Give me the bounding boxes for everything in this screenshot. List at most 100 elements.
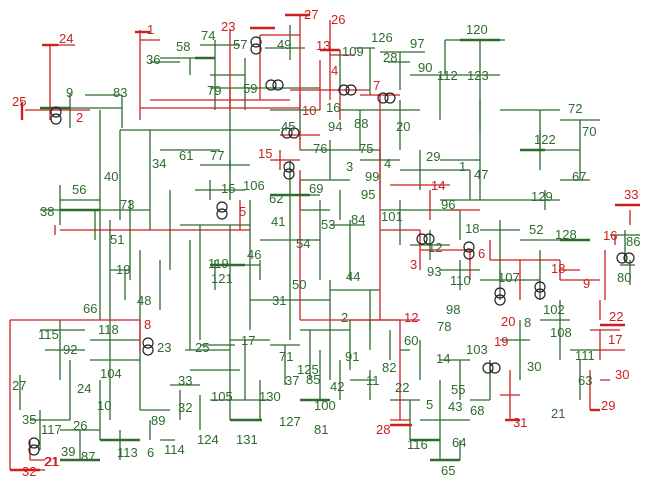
bus-label: 71 (279, 349, 293, 364)
bus-label: 11 (366, 373, 380, 388)
bus-label: 116 (407, 437, 428, 452)
bus-label: 20 (396, 119, 410, 134)
bus-label: 126 (371, 30, 393, 45)
bus-label: 32 (22, 464, 36, 479)
bus-label: 76 (313, 141, 327, 156)
bus-label: 8 (144, 317, 151, 332)
bus-label: 1 (459, 159, 466, 174)
bus-label: 33 (624, 187, 638, 202)
bus-label: 30 (615, 367, 629, 382)
bus-label: 77 (210, 148, 224, 163)
bus-label: 14 (431, 178, 445, 193)
bus-label: 25 (195, 340, 209, 355)
bus-label: 99 (365, 169, 379, 184)
bus-label: 18 (551, 261, 565, 276)
bus-label: 15 (221, 181, 235, 196)
bus-label: 117 (41, 422, 62, 437)
bus-label: 13 (316, 38, 330, 53)
bus-label: 35 (22, 412, 36, 427)
bus-label: 51 (110, 232, 124, 247)
bus-label: 16 (326, 100, 340, 115)
bus-label: 34 (152, 156, 166, 171)
bus-label: 24 (77, 381, 91, 396)
bus-label: 106 (243, 178, 265, 193)
bus-label: 28 (383, 50, 397, 65)
bus-label: 54 (296, 236, 310, 251)
bus-label: 82 (382, 360, 396, 375)
bus-label: 101 (381, 209, 403, 224)
bus-label: 111 (575, 348, 595, 363)
bus-label: 38 (40, 204, 54, 219)
bus-label: 4 (331, 63, 338, 78)
bus-label: 128 (555, 227, 577, 242)
bus-label: 17 (241, 333, 255, 348)
bus-label: 62 (269, 191, 283, 206)
bus-label: 26 (73, 418, 87, 433)
bus-label: 121 (211, 271, 233, 286)
bus-label: 122 (534, 132, 556, 147)
bus-label: 83 (113, 85, 127, 100)
bus-label: 70 (582, 124, 596, 139)
bus-label: 18 (465, 221, 479, 236)
bus-label: 53 (321, 217, 335, 232)
bus-label: 47 (474, 167, 488, 182)
bus-label: 45 (281, 119, 295, 134)
bus-label: 120 (466, 22, 488, 37)
bus-label: 115 (38, 327, 59, 342)
bus-label: 67 (572, 169, 586, 184)
bus-label: 3 (410, 257, 417, 272)
bus-label: 49 (277, 37, 291, 52)
bus-label: 31 (272, 293, 286, 308)
bus-label: 64 (452, 435, 466, 450)
bus-label: 12 (404, 310, 418, 325)
bus-label: 29 (426, 149, 440, 164)
bus-labels: 1 24 25 2 23 27 26 13 4 7 10 3 5 14 6 18… (12, 7, 640, 479)
bus-label: 56 (72, 182, 86, 197)
bus-label: 9 (66, 85, 73, 100)
bus-label: 94 (328, 119, 342, 134)
bus-label: 27 (12, 378, 26, 393)
bus-label: 10 (97, 398, 111, 413)
transformer-icon (143, 338, 153, 355)
bus-label: 21 (551, 406, 565, 421)
bus-label: 89 (151, 413, 165, 428)
bus-label: 16 (603, 228, 617, 243)
bus-label: 15 (258, 146, 272, 161)
bus-label: 87 (81, 449, 95, 464)
bus-label: 81 (314, 422, 328, 437)
bus-label: 65 (441, 463, 455, 478)
bus-label: 96 (441, 197, 455, 212)
bus-label: 3 (346, 159, 353, 174)
bus-label: 19 (116, 262, 130, 277)
bus-label: 88 (354, 116, 368, 131)
bus-label: 25 (12, 94, 26, 109)
bus-label: 41 (271, 214, 285, 229)
bus-label: 40 (104, 169, 118, 184)
bus-label: 130 (259, 389, 281, 404)
bus-label: 55 (451, 382, 465, 397)
bus-label: 59 (243, 81, 257, 96)
bus-label: 5 (239, 204, 246, 219)
bus-label: 114 (164, 442, 185, 457)
bus-label: 23 (157, 340, 171, 355)
bus-label: 90 (418, 60, 432, 75)
bus-label: 36 (146, 52, 160, 67)
bus-label: 105 (211, 389, 233, 404)
bus-label: 108 (550, 325, 572, 340)
bus-label: 86 (626, 234, 640, 249)
bus-label: 112 (437, 68, 458, 83)
transformer-icon (217, 202, 227, 219)
bus-label: 6 (478, 246, 485, 261)
bus-label: 61 (179, 148, 193, 163)
bus-label: 32 (178, 400, 192, 415)
bus-label: 78 (437, 319, 451, 334)
bus-label: 8 (524, 315, 531, 330)
bus-label: 110 (450, 273, 471, 288)
bus-label: 102 (543, 302, 565, 317)
bus-label: 22 (395, 380, 409, 395)
bus-label: 6 (147, 445, 154, 460)
bus-label: 68 (470, 403, 484, 418)
bus-label: 20 (501, 314, 515, 329)
